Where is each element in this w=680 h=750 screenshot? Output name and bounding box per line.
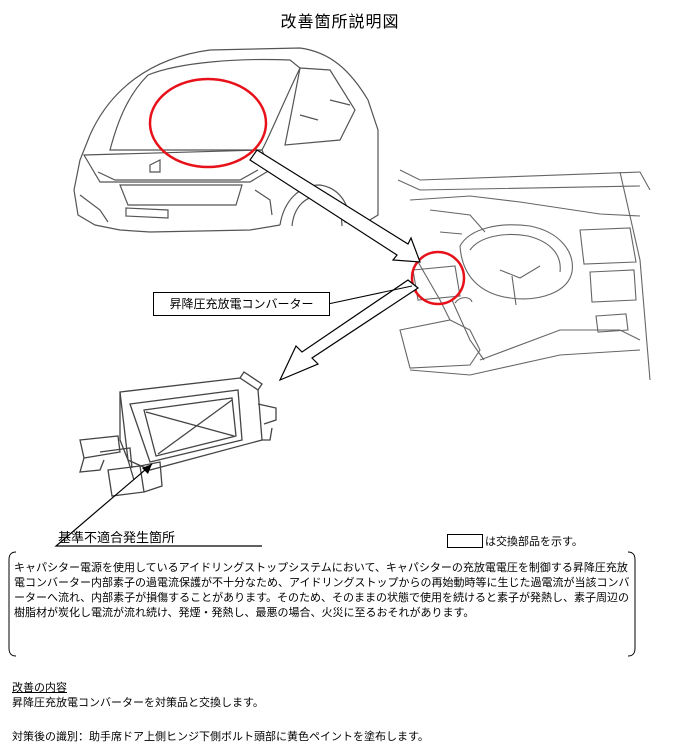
defect-location-label: 基準不適合発生箇所: [58, 527, 175, 546]
legend: は交換部品を示す。: [447, 533, 583, 549]
converter-drawing: [80, 372, 276, 496]
part-label-converter: 昇降圧充放電コンバーター: [153, 292, 330, 316]
defect-description: キャパシター電源を使用しているアイドリングストップシステムにおいて、キャパシター…: [14, 560, 630, 620]
car-interior-drawing: [398, 170, 650, 380]
improvement-body: 昇降圧充放電コンバーターを対策品と交換します。: [12, 694, 264, 710]
legend-box-icon: [447, 534, 483, 548]
identification-note: 対策後の識別：助手席ドア上側ヒンジ下側ボルト頭部に黄色ペイントを塗布します。: [12, 728, 429, 744]
improvement-heading: 改善の内容: [12, 679, 67, 695]
arrow-car-to-interior: [250, 150, 420, 262]
legend-text: は交換部品を示す。: [485, 533, 583, 549]
windshield-highlight-circle: [150, 79, 266, 167]
